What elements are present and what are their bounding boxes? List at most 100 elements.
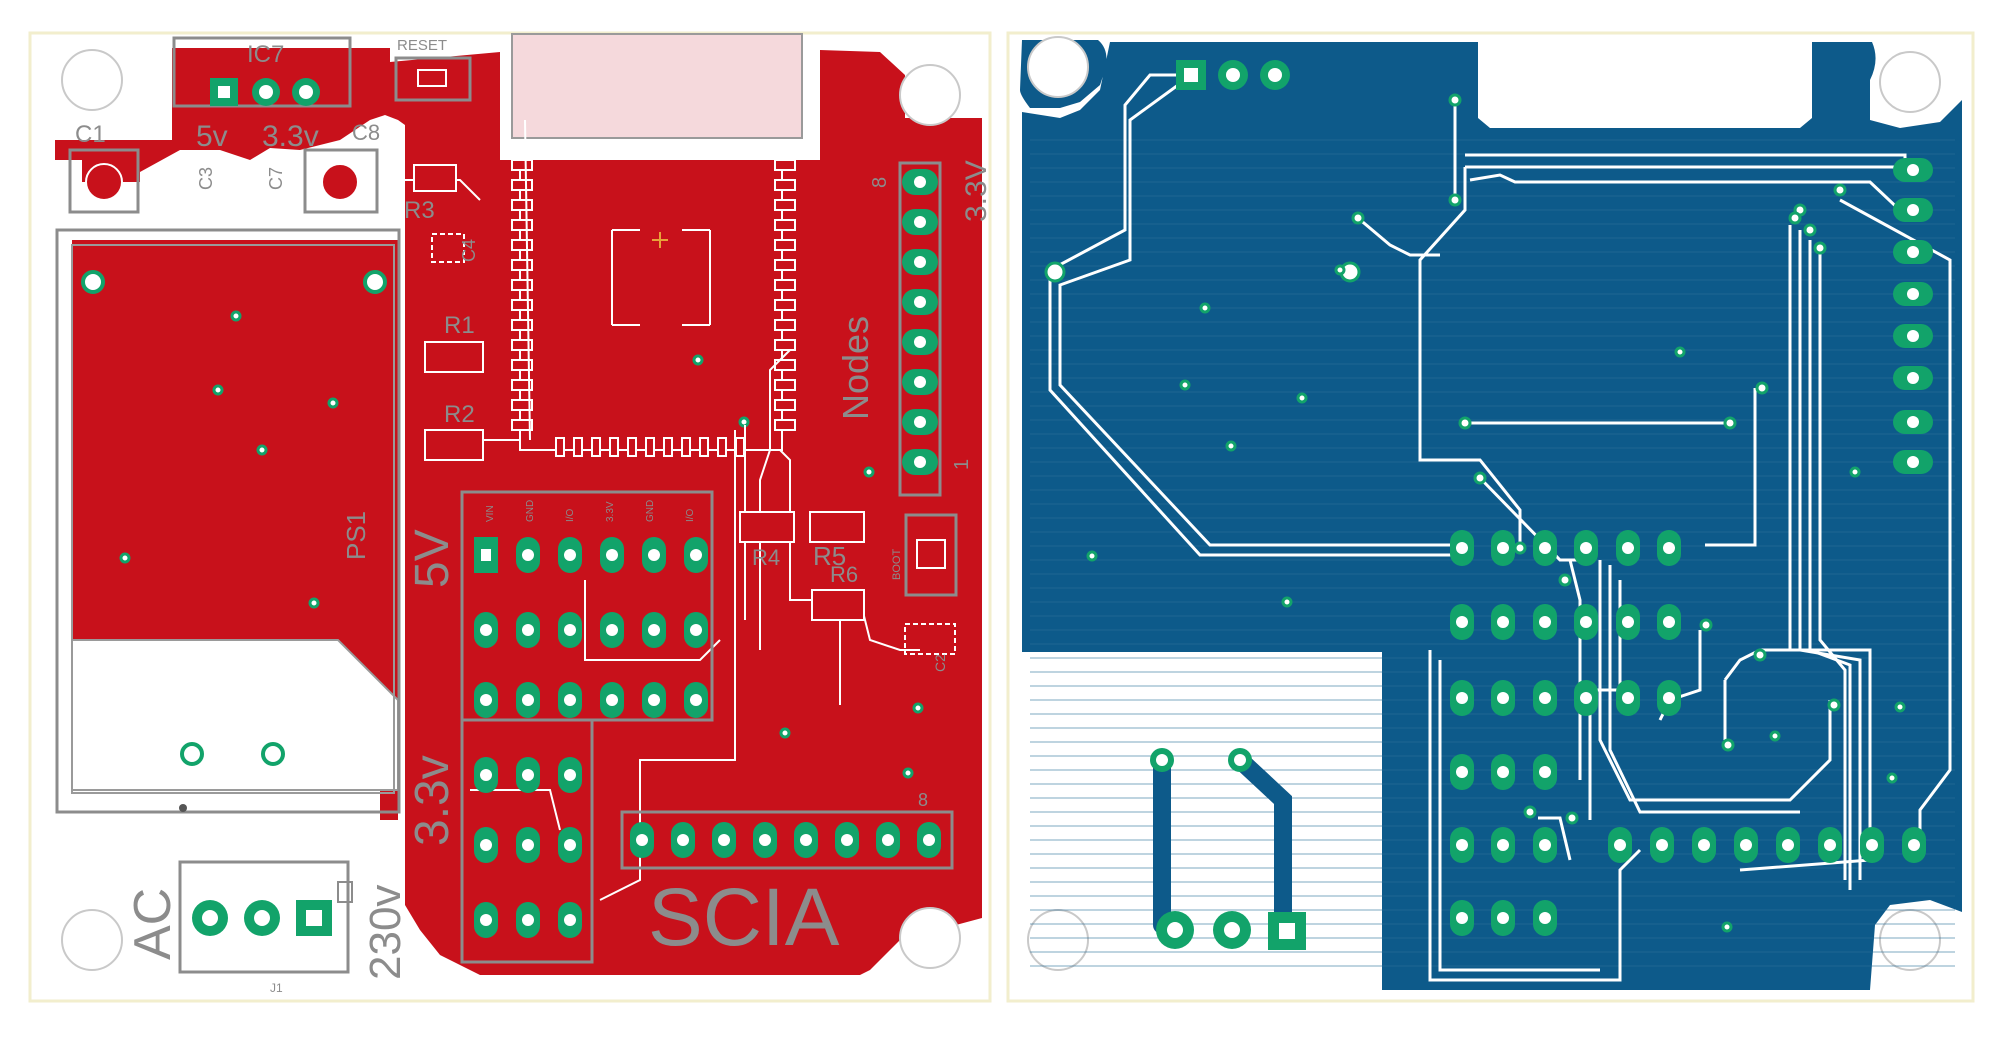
- r4-pad: [739, 511, 795, 543]
- nodes-header-holes: [914, 176, 926, 468]
- bottom-grid-pad-hole: [1539, 912, 1551, 924]
- pin-grid-lower-outline: [460, 718, 594, 964]
- label-rail-3v3: 3.3V: [960, 160, 993, 222]
- bottom-grid-pad-hole: [1622, 692, 1634, 704]
- bottom-grid-pad-hole: [1539, 542, 1551, 554]
- mounting-hole: [1879, 51, 1941, 113]
- bottom-node-pin-hole: [1907, 372, 1919, 384]
- label-node-1: 1: [951, 459, 973, 470]
- label-5v-big: 5V: [406, 529, 459, 588]
- pin-grid-pad-hole: [690, 694, 702, 706]
- label-230v: 230v: [361, 885, 410, 980]
- pin-grid-pad-hole: [480, 624, 492, 636]
- bottom-hdr-pin-hole: [1866, 839, 1878, 851]
- label-reset: RESET: [397, 37, 447, 54]
- bottom-copper-pour: [1020, 40, 1962, 990]
- label-c4: C4: [459, 239, 479, 262]
- pin-grid-pad-hole: [690, 624, 702, 636]
- reset-button-pad: [417, 69, 447, 87]
- pin-label-io2: I/O: [685, 508, 696, 522]
- bottom-header-pin-hole: [677, 834, 689, 846]
- bottom-traces: [1048, 73, 1952, 982]
- esp-bottom-pads: [555, 437, 745, 457]
- pin-grid-pad-hole: [480, 914, 492, 926]
- bottom-grid-pad-hole: [1539, 692, 1551, 704]
- label-r5: R5: [813, 541, 846, 571]
- c8-pad: [321, 163, 359, 201]
- bottom-node-pin-hole: [1907, 164, 1919, 176]
- label-c8: C8: [352, 120, 380, 145]
- label-j1: J1: [270, 981, 283, 995]
- pin-label-vin: VIN: [485, 505, 496, 522]
- ic7-pin-hole: [299, 85, 313, 99]
- bottom-grid-pad-hole: [1663, 616, 1675, 628]
- esp-center-pad-outline: [611, 229, 711, 326]
- bottom-ic-pin-hole: [1268, 68, 1282, 82]
- ac-pin-hole: [1156, 754, 1168, 766]
- bottom-hdr-pin-hole: [1824, 839, 1836, 851]
- mounting-hole: [1027, 909, 1089, 971]
- j1-bottom-pin-1-hole: [1279, 923, 1295, 939]
- top-layer-board: IC7 RESET C1 C8 5v 3.3v C3 C7 R3 C4 R1 R…: [28, 31, 993, 1003]
- top-copper-ps-area: [72, 240, 398, 820]
- pin-grid-pad-hole: [480, 694, 492, 706]
- bottom-header-pin-hole: [759, 834, 771, 846]
- ps1-inner-outline: [71, 244, 395, 794]
- pin-grid-pad-hole: [690, 549, 702, 561]
- esp-left-pads: [511, 159, 533, 431]
- label-c2: C2: [932, 654, 948, 672]
- antenna-keepout: [511, 33, 803, 139]
- pin-grid-pad-hole: [648, 624, 660, 636]
- pin-grid-pad-hole: [564, 624, 576, 636]
- bottom-hdr-pin-hole: [1698, 839, 1710, 851]
- ps1-outline: [55, 228, 401, 814]
- bottom-grid-pad-hole: [1456, 912, 1468, 924]
- mounting-hole: [1879, 909, 1941, 971]
- ic7-pin-1-hole: [218, 86, 230, 98]
- c7-outline: [247, 161, 279, 201]
- label-ac: AC: [124, 888, 182, 960]
- label-c3: C3: [196, 167, 216, 190]
- pin-label-gnd2: GND: [645, 500, 656, 522]
- pin-grid-pad-hole: [648, 549, 660, 561]
- mounting-hole: [899, 64, 961, 126]
- reset-button-outline: [394, 56, 472, 102]
- bottom-grid-pad-hole: [1497, 912, 1509, 924]
- bottom-grid-pad-hole: [1497, 542, 1509, 554]
- boot-button-outline: [904, 513, 958, 597]
- label-r2: R2: [444, 401, 475, 428]
- r3-pad: [413, 164, 457, 192]
- r6-pad: [811, 589, 865, 621]
- nodes-header-outline: [898, 161, 942, 497]
- pin-grid-pad-hole: [606, 549, 618, 561]
- ic7-pin-hole: [259, 85, 273, 99]
- ps1-pin: [180, 742, 204, 766]
- top-copper-pour: [55, 48, 982, 975]
- bottom-grid-pad-hole: [1456, 616, 1468, 628]
- label-r4: R4: [752, 545, 780, 570]
- bottom-grid-pad-hole: [1497, 616, 1509, 628]
- bottom-node-pin-hole: [1907, 246, 1919, 258]
- ps1-pin: [363, 270, 387, 294]
- label-r3: R3: [404, 197, 435, 224]
- bottom-hdr-pin-hole: [1656, 839, 1668, 851]
- pin-grid-pad-hole: [564, 914, 576, 926]
- bottom-grid-pad-hole: [1497, 839, 1509, 851]
- bottom-node-pin-hole: [1907, 416, 1919, 428]
- label-header-8: 8: [918, 790, 928, 810]
- bottom-hdr-pin-hole: [1782, 839, 1794, 851]
- ps1-pin: [261, 742, 285, 766]
- bottom-grid-pad-hole: [1539, 766, 1551, 778]
- j1-bottom-pin-hole: [1224, 922, 1240, 938]
- c2-outline: [904, 623, 956, 655]
- boot-button-pad: [916, 539, 946, 569]
- bottom-grid-pad-hole: [1497, 692, 1509, 704]
- bottom-grid-pad-hole: [1539, 839, 1551, 851]
- j1-pin-1-hole: [306, 910, 322, 926]
- j1-outline: [178, 860, 350, 974]
- label-ic7: IC7: [247, 41, 284, 68]
- pin-grid-pad-hole: [522, 694, 534, 706]
- bottom-header-pin-hole: [923, 834, 935, 846]
